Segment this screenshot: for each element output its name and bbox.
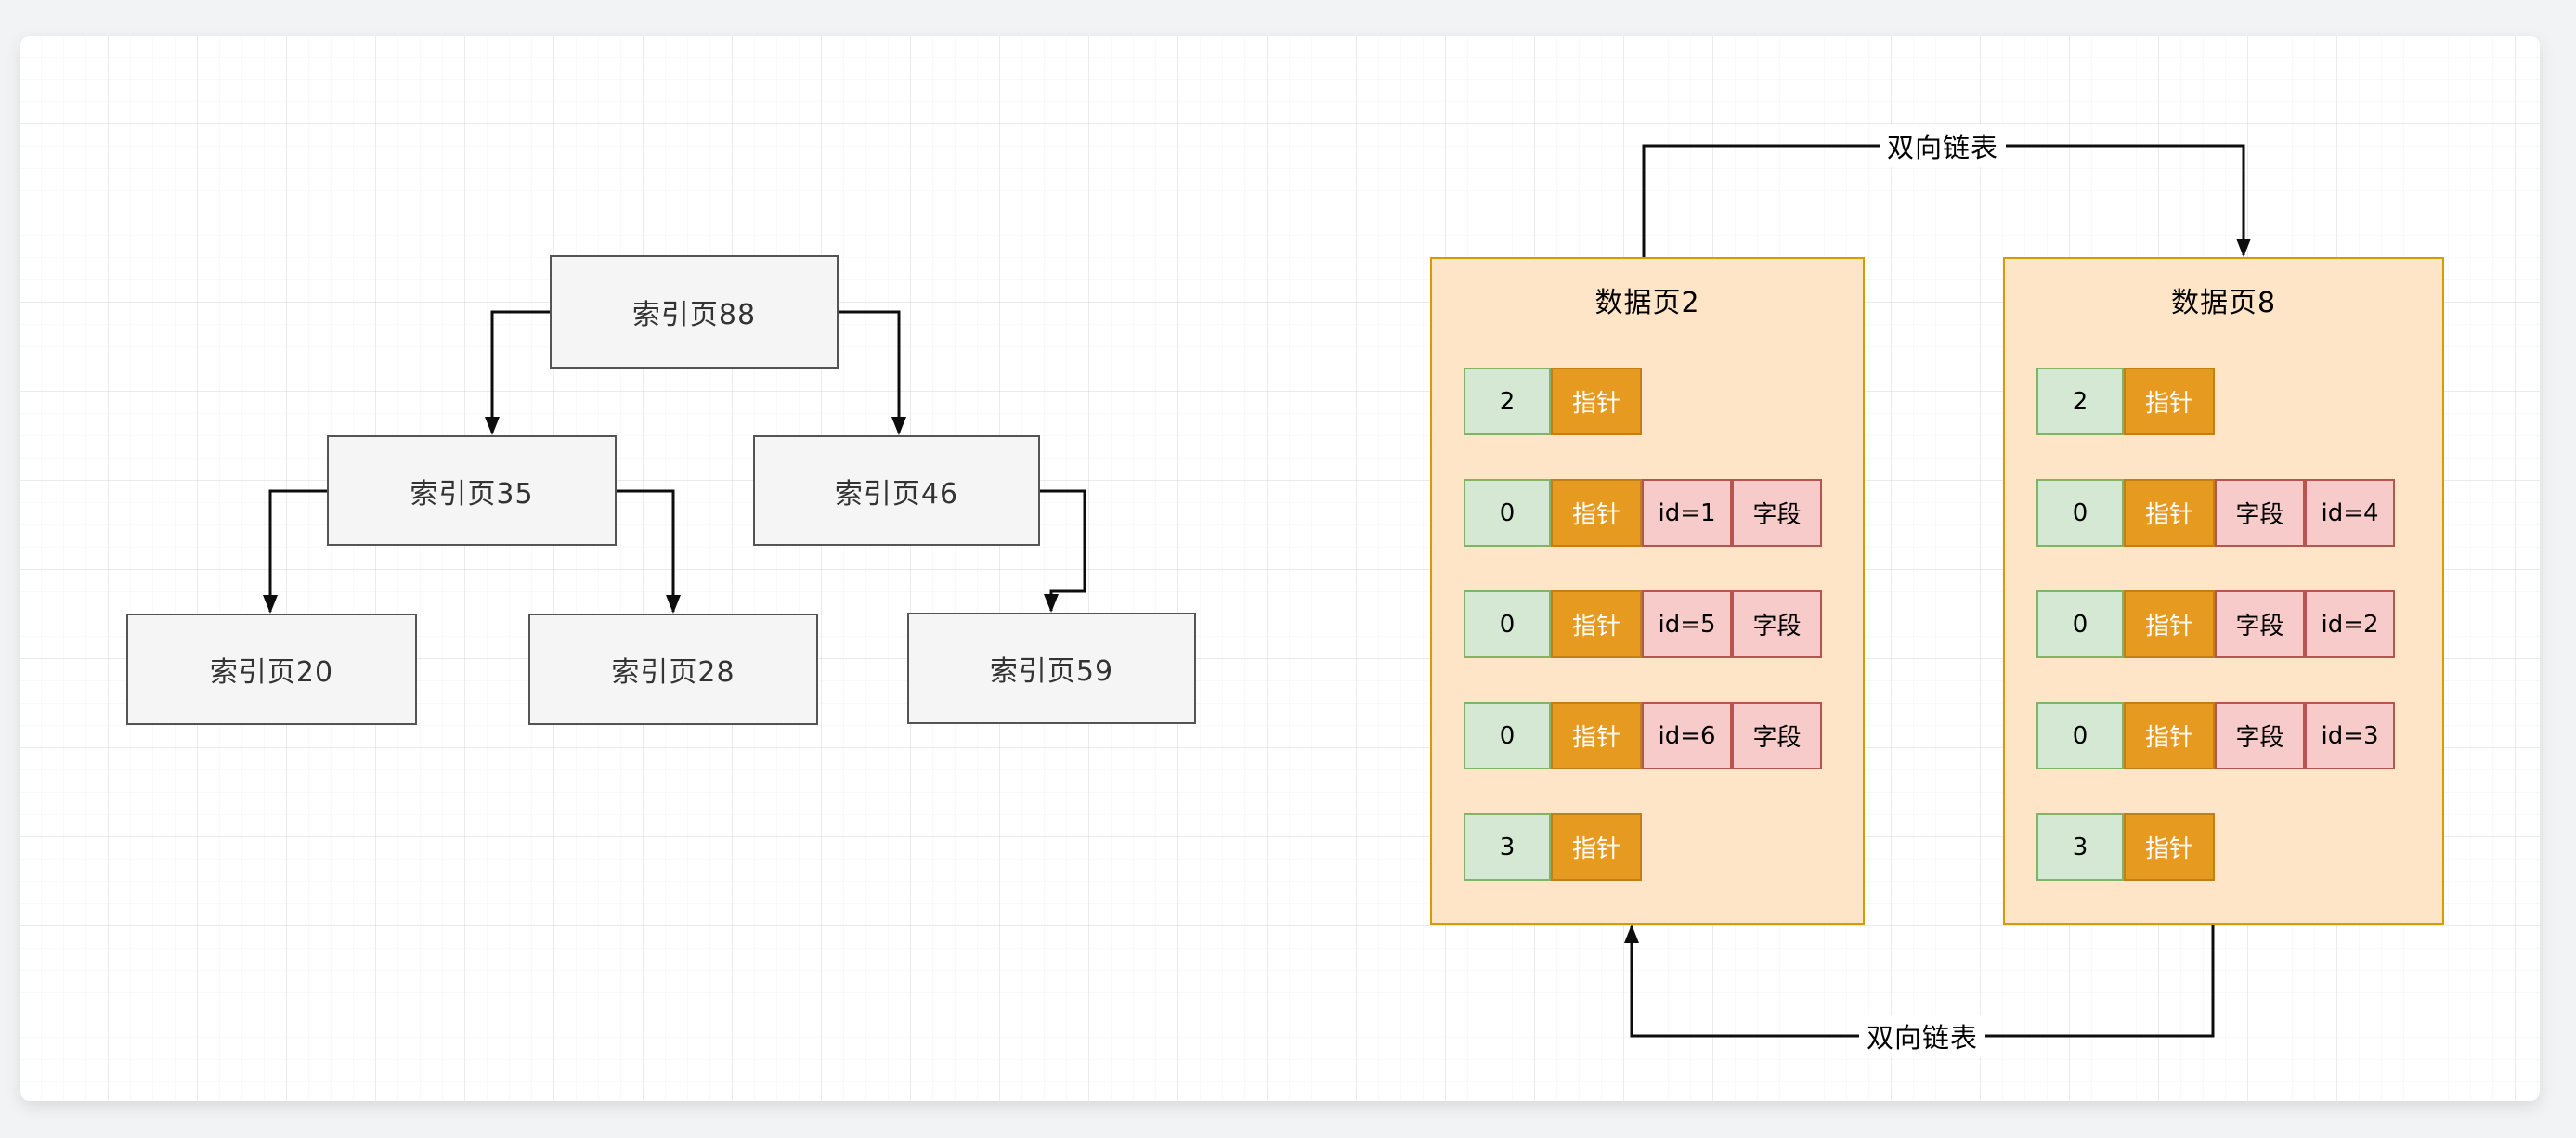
page-2-row-3-field-cell[interactable]: 字段 (1732, 590, 1822, 658)
page-8-row-5-pointer-cell[interactable]: 指针 (2124, 813, 2215, 881)
page-8-row-3-slot-cell[interactable]: 0 (2036, 590, 2124, 658)
page-2-row-3-pointer-cell[interactable]: 指针 (1551, 590, 1642, 658)
page-2-row-3-slot-cell[interactable]: 0 (1464, 590, 1551, 658)
page-8-row-1-slot-cell[interactable]: 2 (2036, 368, 2124, 435)
index-page-node-20[interactable]: 索引页20 (126, 614, 417, 725)
index-page-node-28[interactable]: 索引页28 (528, 614, 818, 725)
page-2-row-5-pointer-cell[interactable]: 指针 (1551, 813, 1642, 881)
page-2-row-4-field-cell[interactable]: 字段 (1732, 702, 1822, 769)
page-2-row-1-pointer-cell[interactable]: 指针 (1551, 368, 1642, 435)
page-8-row-3-pointer-cell[interactable]: 指针 (2124, 590, 2215, 658)
page-2-row-2-field-cell[interactable]: id=1 (1642, 479, 1732, 547)
index-page-node-46[interactable]: 索引页46 (753, 435, 1040, 546)
page-8-row-4-field-cell[interactable]: id=3 (2305, 702, 2395, 769)
linked-list-label-top[interactable]: 双向链表 (1879, 124, 2007, 167)
tree-edge-46-59[interactable] (1040, 489, 1086, 613)
page-8-row-3-field-cell[interactable]: id=2 (2305, 590, 2395, 658)
page-8-row-4-slot-cell[interactable]: 0 (2036, 702, 2124, 769)
index-page-node-59[interactable]: 索引页59 (907, 613, 1196, 724)
page-8-row-2-pointer-cell[interactable]: 指针 (2124, 479, 2215, 547)
tree-edge-88-46[interactable] (839, 310, 906, 435)
page-2-row-2-slot-cell[interactable]: 0 (1464, 479, 1551, 547)
page-8-row-2-slot-cell[interactable]: 0 (2036, 479, 2124, 547)
page-8-row-2-field-cell[interactable]: 字段 (2215, 479, 2305, 547)
tree-edge-88-35[interactable] (485, 310, 550, 435)
page-2-row-5-slot-cell[interactable]: 3 (1464, 813, 1551, 881)
page-8-row-1-pointer-cell[interactable]: 指针 (2124, 368, 2215, 435)
tree-edge-35-20[interactable] (263, 489, 327, 614)
page-8-row-4-pointer-cell[interactable]: 指针 (2124, 702, 2215, 769)
page-8-row-2-field-cell[interactable]: id=4 (2305, 479, 2395, 547)
page-8-row-5-slot-cell[interactable]: 3 (2036, 813, 2124, 881)
index-page-node-35[interactable]: 索引页35 (327, 435, 617, 546)
data-page-8-title: 数据页8 (2170, 287, 2277, 319)
tree-edge-35-28[interactable] (617, 489, 681, 614)
page-8-row-4-field-cell[interactable]: 字段 (2215, 702, 2305, 769)
linked-list-label-bottom[interactable]: 双向链表 (1858, 1015, 1986, 1057)
page-2-row-4-pointer-cell[interactable]: 指针 (1551, 702, 1642, 769)
data-page-2-title: 数据页2 (1594, 287, 1700, 319)
page-2-row-3-field-cell[interactable]: id=5 (1642, 590, 1732, 658)
page-2-row-1-slot-cell[interactable]: 2 (1464, 368, 1551, 435)
page-2-row-4-slot-cell[interactable]: 0 (1464, 702, 1551, 769)
page-2-row-4-field-cell[interactable]: id=6 (1642, 702, 1732, 769)
index-page-node-88[interactable]: 索引页88 (550, 255, 839, 369)
page-8-row-3-field-cell[interactable]: 字段 (2215, 590, 2305, 658)
page-2-row-2-pointer-cell[interactable]: 指针 (1551, 479, 1642, 547)
page-2-row-2-field-cell[interactable]: 字段 (1732, 479, 1822, 547)
